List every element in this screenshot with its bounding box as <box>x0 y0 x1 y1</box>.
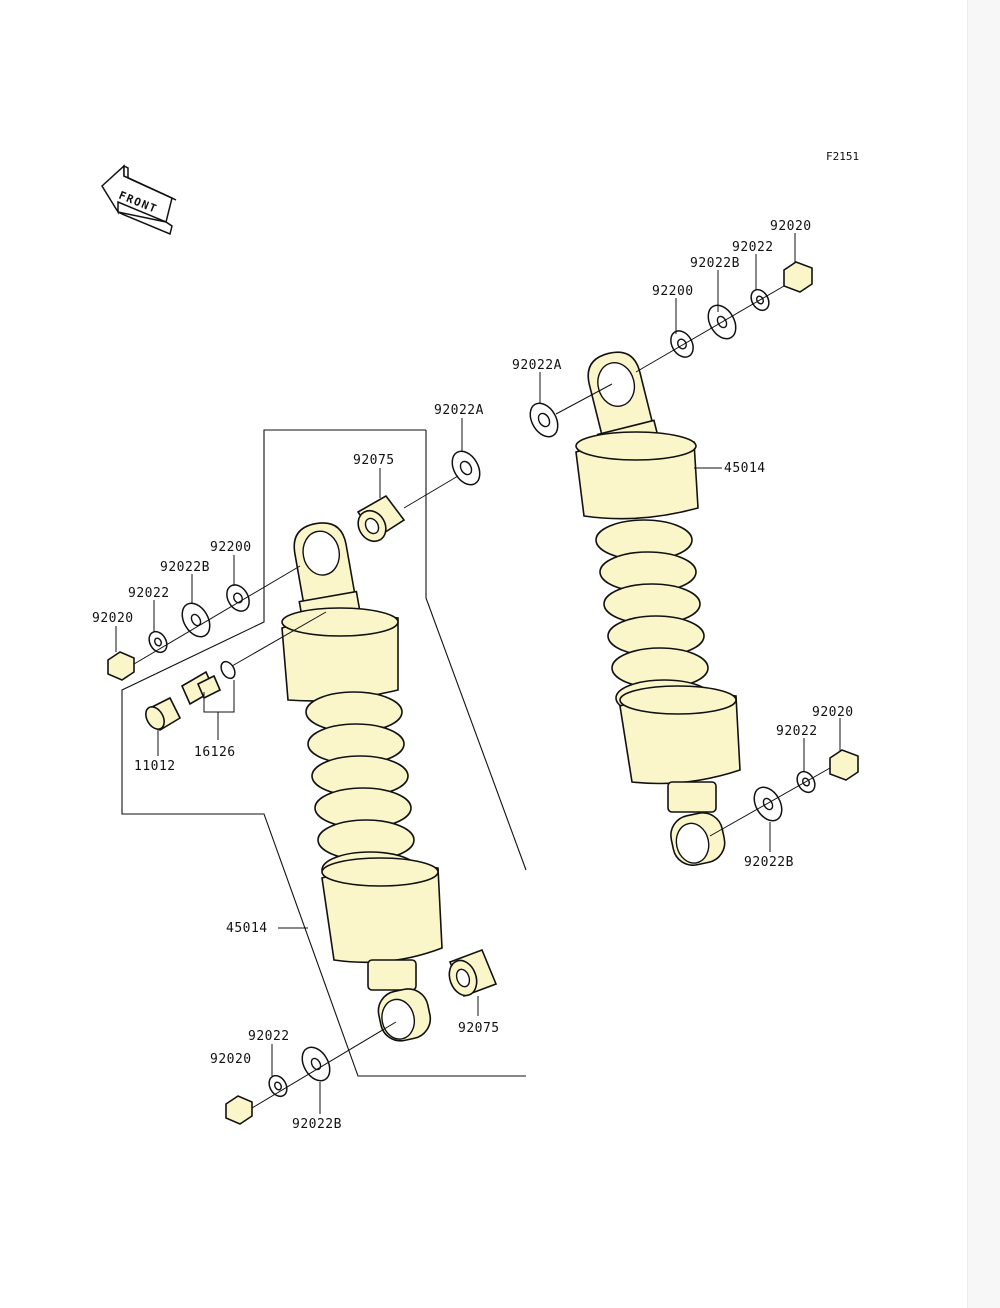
label-l-16126: 16126 <box>194 745 236 760</box>
page-edge-strip <box>967 0 1000 1308</box>
label-r-92200: 92200 <box>652 284 694 299</box>
label-l-bottom-92022b: 92022B <box>292 1117 342 1132</box>
label-l-92075-top: 92075 <box>353 453 395 468</box>
collar-92075-top <box>356 494 406 543</box>
label-r-92022a: 92022A <box>512 358 562 373</box>
part-labels: 92020 92022 92022B 92200 92022A 45014 92… <box>92 219 854 1132</box>
label-r-bottom-92022b: 92022B <box>744 855 794 870</box>
label-l-92022: 92022 <box>128 586 170 601</box>
label-l-92200: 92200 <box>210 540 252 555</box>
label-l-11012: 11012 <box>134 759 176 774</box>
left-group-bracket-right <box>425 430 527 871</box>
label-r-45014: 45014 <box>724 461 766 476</box>
leader-lines <box>115 233 841 1114</box>
figure-code: F2151 <box>826 150 859 163</box>
front-arrow-icon: FRONT <box>101 164 177 236</box>
label-l-92022a: 92022A <box>434 403 484 418</box>
collar-92075-bottom <box>448 948 498 998</box>
left-shock-absorber <box>107 429 527 1125</box>
label-l-45014: 45014 <box>226 921 268 936</box>
label-r-bottom-92020: 92020 <box>812 705 854 720</box>
label-r-92022b: 92022B <box>690 256 740 271</box>
label-l-bottom-92020: 92020 <box>210 1052 252 1067</box>
left-group-bracket <box>121 429 526 1077</box>
label-l-92022b: 92022B <box>160 560 210 575</box>
label-l-bottom-92022: 92022 <box>248 1029 290 1044</box>
label-r-92020: 92020 <box>770 219 812 234</box>
right-shock-absorber <box>529 261 859 866</box>
label-r-bottom-92022: 92022 <box>776 724 818 739</box>
label-r-92022: 92022 <box>732 240 774 255</box>
label-l-92075-bottom: 92075 <box>458 1021 500 1036</box>
label-l-92020: 92020 <box>92 611 134 626</box>
